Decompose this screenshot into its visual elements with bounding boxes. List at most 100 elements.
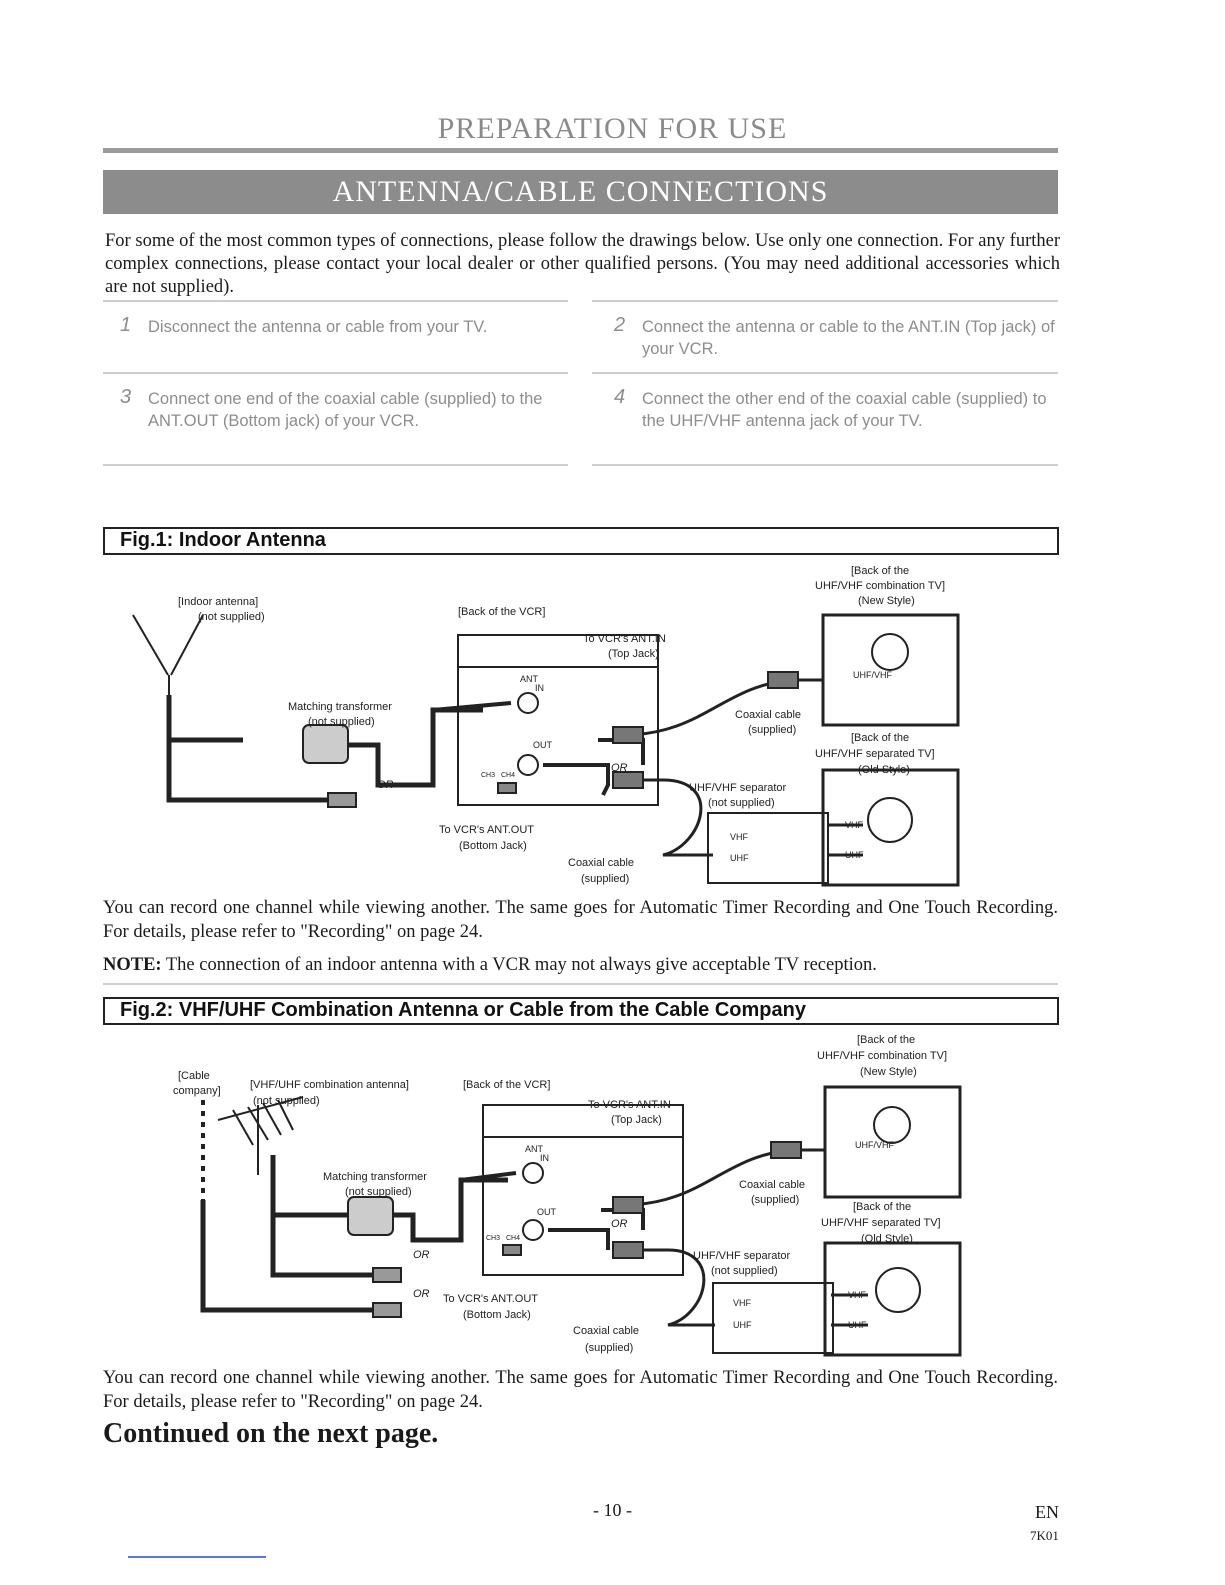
- fig-label: UHF/VHF: [853, 670, 892, 680]
- fig-label: CH3: [486, 1235, 500, 1242]
- fig-label: Coaxial cable: [735, 709, 801, 721]
- fig2-diagram: [Cable company] [VHF/UHF combination ant…: [173, 1034, 962, 1357]
- divider: [103, 983, 1058, 985]
- fig-label: (not supplied): [198, 611, 265, 623]
- vcr-back: [482, 1104, 684, 1276]
- fig-label: UHF/VHF combination TV]: [817, 1050, 947, 1062]
- fig-label: UHF: [848, 1320, 867, 1330]
- fig1-diagram: [Indoor antenna] (not supplied) Matching…: [132, 565, 960, 887]
- tv-new-style: [823, 1085, 962, 1199]
- tv-old-style: [823, 1241, 962, 1357]
- step-1: 1 Disconnect the antenna or cable from y…: [120, 314, 568, 338]
- fig-label: UHF/VHF separator: [689, 782, 787, 794]
- fig-label: (not supplied): [308, 716, 375, 728]
- fig-label: OR: [611, 1218, 628, 1230]
- fig-label: (Old Style): [858, 764, 910, 776]
- fig-label: [Indoor antenna]: [178, 596, 258, 608]
- page-number: - 10 -: [593, 1500, 632, 1520]
- fig-label: company]: [173, 1085, 221, 1097]
- fig-label: (New Style): [860, 1066, 917, 1078]
- fig2-title: Fig.2: VHF/UHF Combination Antenna or Ca…: [120, 999, 806, 1021]
- fig1-title: Fig.1: Indoor Antenna: [120, 529, 326, 551]
- matching-transformer: [302, 724, 349, 764]
- fig-label: UHF/VHF separator: [693, 1250, 791, 1262]
- fig-label: (supplied): [585, 1342, 633, 1354]
- step-divider: [592, 300, 1058, 302]
- fig-label: Coaxial cable: [739, 1179, 805, 1191]
- note-label: NOTE:: [103, 955, 162, 975]
- fig-label: IN: [535, 683, 544, 693]
- antenna-rod-right: [170, 614, 204, 676]
- fig-label: UHF: [733, 1320, 752, 1330]
- fig-label: CH4: [506, 1235, 520, 1242]
- step-number: 3: [120, 386, 132, 408]
- fig-label: [Back of the: [851, 732, 909, 744]
- continued-note: Continued on the next page.: [103, 1418, 439, 1449]
- step-divider: [592, 372, 1058, 374]
- step-number: 1: [120, 314, 132, 336]
- step-text: Connect one end of the coaxial cable (su…: [148, 390, 543, 430]
- fig-label: OR: [413, 1249, 430, 1261]
- fig1-description: You can record one channel while viewing…: [103, 898, 1058, 942]
- page-title: PREPARATION FOR USE: [437, 112, 788, 145]
- fig-label: (Top Jack): [611, 1114, 662, 1126]
- step-number: 4: [614, 386, 626, 408]
- tv-old-jack: [875, 1267, 921, 1313]
- step-2: 2 Connect the antenna or cable to the AN…: [614, 314, 1058, 360]
- note-text: The connection of an indoor antenna with…: [161, 955, 877, 975]
- fig-label: UHF/VHF separated TV]: [815, 748, 935, 760]
- step-number: 2: [614, 314, 626, 336]
- fig-label: VHF: [733, 1298, 752, 1308]
- fig-label: UHF/VHF separated TV]: [821, 1217, 941, 1229]
- fig-label: To VCR's ANT.IN: [588, 1099, 671, 1111]
- step-4: 4 Connect the other end of the coaxial c…: [614, 386, 1058, 432]
- section-title: ANTENNA/CABLE CONNECTIONS: [332, 175, 829, 208]
- fig-label: UHF/VHF combination TV]: [815, 580, 945, 592]
- fig-label: ANT: [520, 674, 539, 684]
- step-3: 3 Connect one end of the coaxial cable (…: [120, 386, 568, 432]
- fig-label: (supplied): [748, 724, 796, 736]
- fig-label: (supplied): [581, 873, 629, 885]
- step-divider: [103, 464, 568, 466]
- uhf-vhf-separator: [707, 812, 829, 884]
- ant-in-jack: [517, 692, 539, 714]
- fig-label: [Back of the VCR]: [463, 1079, 550, 1091]
- fig-label: OR: [377, 779, 394, 791]
- step-divider: [103, 372, 568, 374]
- ant-in-jack: [522, 1162, 544, 1184]
- tv-old-style: [821, 768, 960, 887]
- fig-label: (not supplied): [345, 1186, 412, 1198]
- fig-label: (Old Style): [861, 1233, 913, 1245]
- step-text: Disconnect the antenna or cable from you…: [148, 318, 488, 336]
- fig-label: [VHF/UHF combination antenna]: [250, 1079, 409, 1091]
- fig-label: [Back of the: [853, 1201, 911, 1213]
- section-banner: ANTENNA/CABLE CONNECTIONS: [103, 170, 1058, 214]
- tv-new-jack: [873, 1106, 911, 1144]
- fig-label: CH3: [481, 772, 495, 779]
- fig-label: Coaxial cable: [573, 1325, 639, 1337]
- note-paragraph: NOTE: The connection of an indoor antenn…: [103, 953, 1058, 977]
- fig-label: (Bottom Jack): [463, 1309, 531, 1321]
- fig-label: IN: [540, 1153, 549, 1163]
- tv-old-jack: [867, 797, 913, 843]
- combo-antenna: [217, 1096, 304, 1175]
- fig-label: To VCR's ANT.OUT: [439, 824, 534, 836]
- fig-label: Matching transformer: [288, 701, 392, 713]
- fig-label: (Bottom Jack): [459, 840, 527, 852]
- step-divider: [592, 464, 1058, 466]
- fig-label: [Back of the VCR]: [458, 606, 545, 618]
- fig-label: OR: [611, 762, 628, 774]
- fig-label: (New Style): [858, 595, 915, 607]
- matching-transformer: [347, 1196, 394, 1236]
- fig-label: To VCR's ANT.OUT: [443, 1293, 538, 1305]
- vcr-back: [457, 634, 659, 806]
- fig-label: [Cable: [178, 1070, 210, 1082]
- fig-label: VHF: [845, 820, 864, 830]
- fig-label: [Back of the: [851, 565, 909, 577]
- fig-label: OR: [413, 1288, 430, 1300]
- fig-label: CH4: [501, 772, 515, 779]
- language-code: EN: [1035, 1502, 1059, 1522]
- fig2-header: Fig.2: VHF/UHF Combination Antenna or Ca…: [103, 997, 1059, 1025]
- fig-label: VHF: [730, 832, 749, 842]
- fig-label: (not supplied): [708, 797, 775, 809]
